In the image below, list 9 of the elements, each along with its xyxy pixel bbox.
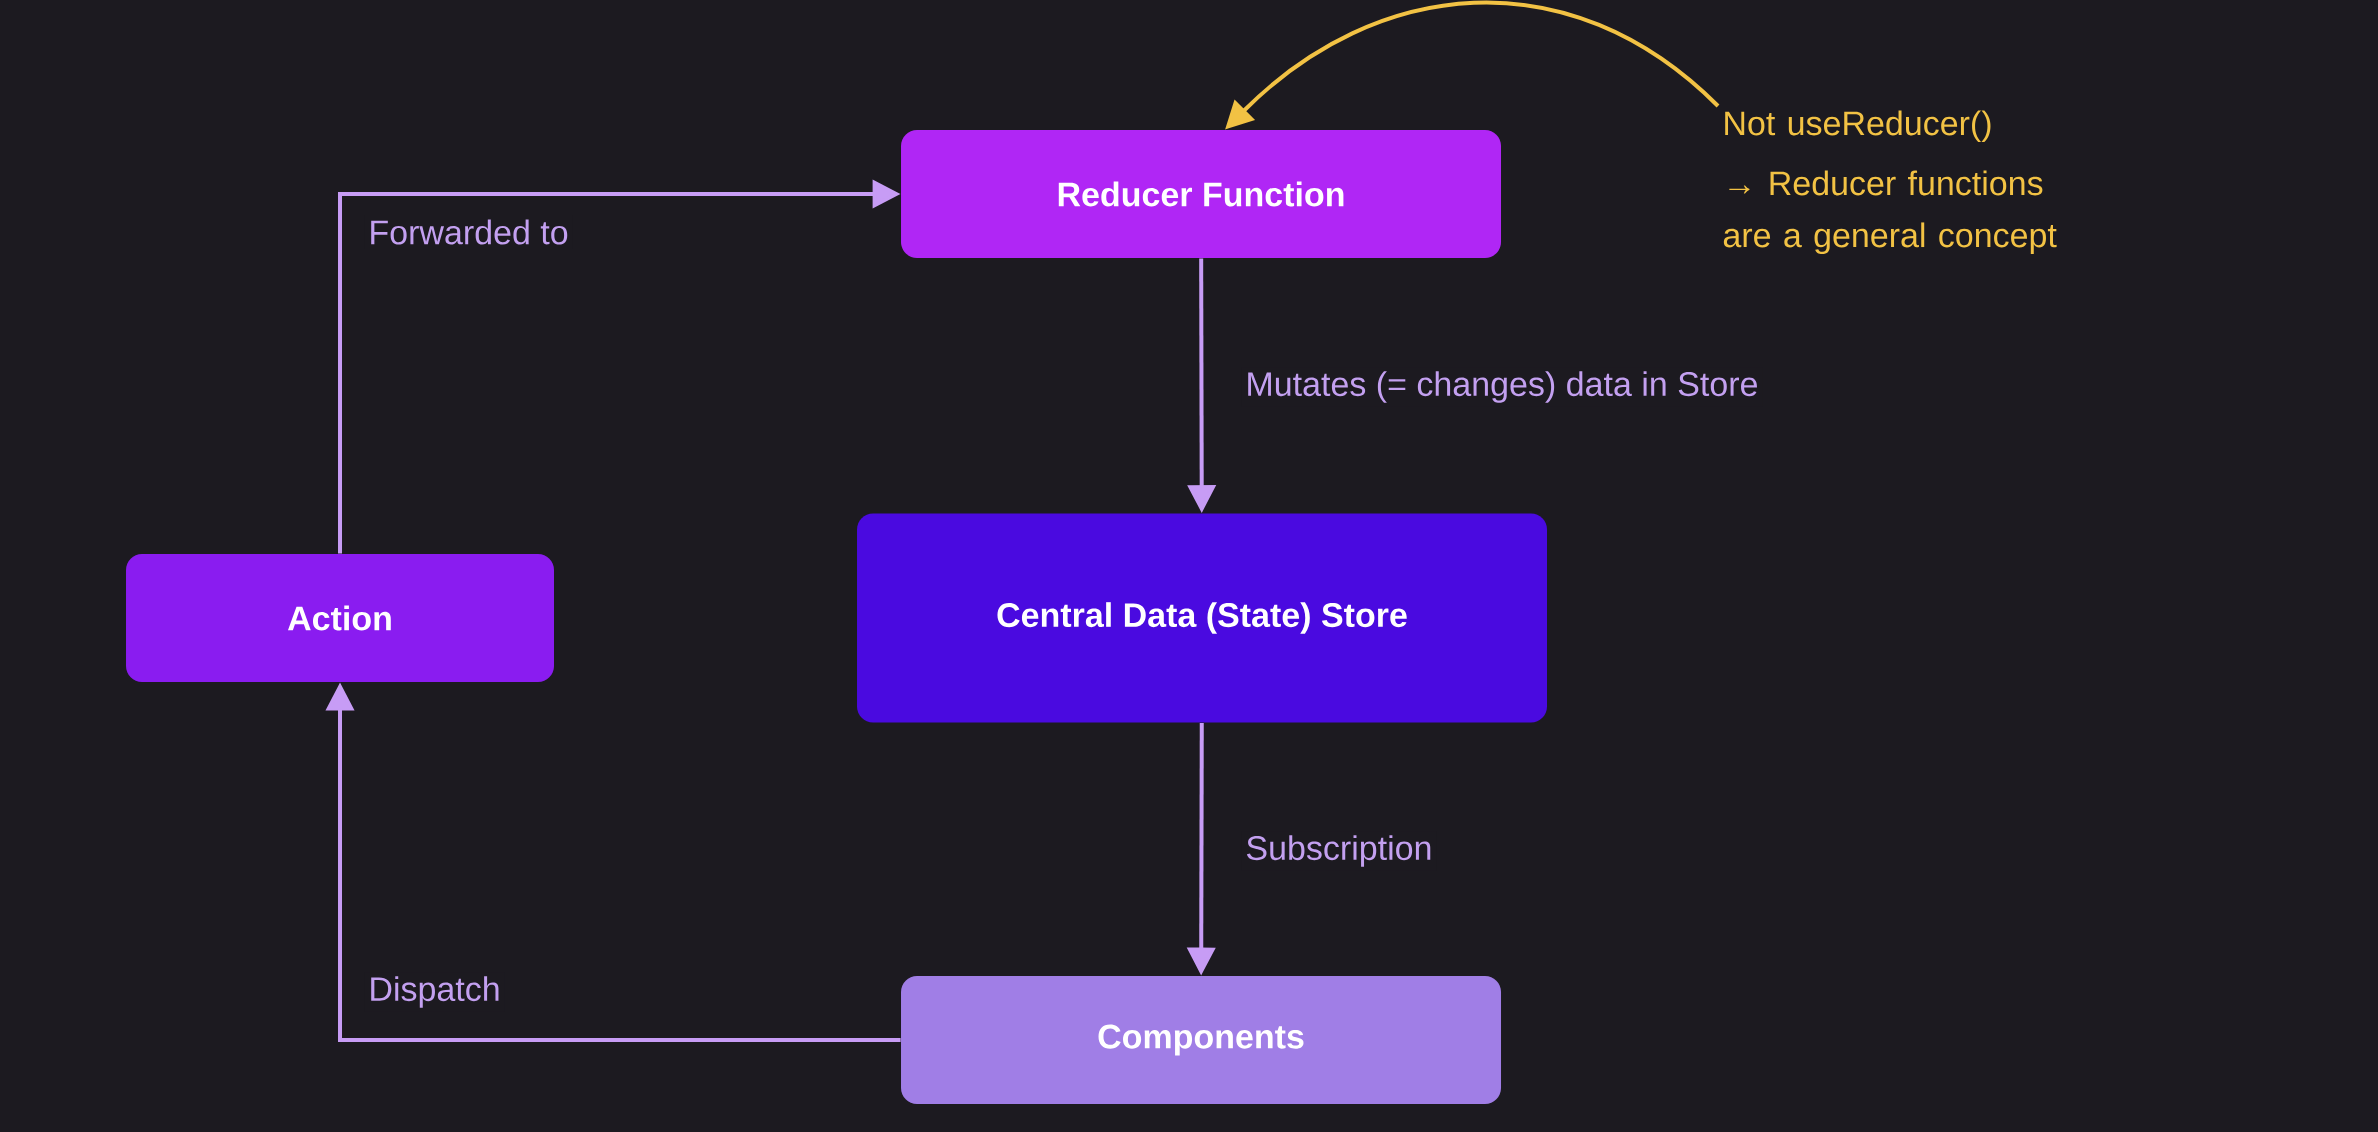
process-box: Central Data (State) Store [857,513,1547,723]
edge-label: Forwarded to [364,215,573,249]
edge-label: Mutates (= changes) data in Store [1241,367,1763,407]
edge-label: Subscription [1241,831,1437,871]
edge-label: Dispatch [364,972,505,1012]
process-box: Reducer Function [901,130,1501,258]
process-box: Components [901,976,1501,1104]
process-box: Action [126,554,554,682]
note-text: Not useReducer() → Reducer functions are a general concept [1723,110,2057,255]
